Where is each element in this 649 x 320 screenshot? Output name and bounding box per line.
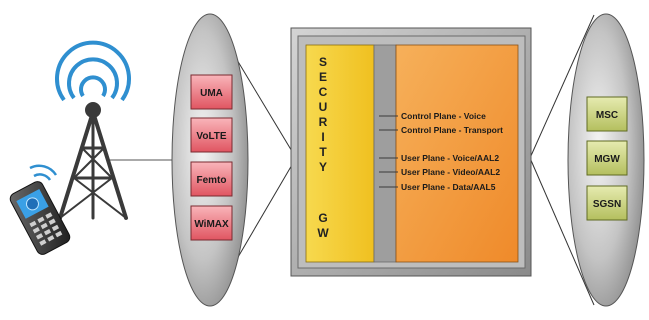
gw-letter: W <box>317 226 329 240</box>
access-item-uma: UMA <box>190 74 233 110</box>
phone-signal-icon <box>29 164 58 181</box>
gw-letter: T <box>319 145 327 159</box>
access-item-femto: Femto <box>190 161 233 197</box>
plane-item: User Plane - Video/AAL2 <box>401 167 500 177</box>
access-item-label: VoLTE <box>196 131 227 142</box>
core-item-mgw: MGW <box>586 140 628 176</box>
mobile-phone-icon <box>9 181 71 255</box>
core-item-label: MSC <box>596 110 618 121</box>
right-funnel-bottom-line <box>529 157 595 306</box>
access-network-ellipse <box>171 13 249 307</box>
security-gw-vertical-label: S E C U R I T Y G W <box>317 55 329 240</box>
cell-tower-icon <box>58 102 128 220</box>
access-item-label: UMA <box>200 88 223 99</box>
gateway-yellow-panel <box>305 44 375 263</box>
access-item-wimax: WiMAX <box>190 205 233 241</box>
plane-item: Control Plane - Transport <box>401 125 503 135</box>
gw-letter: R <box>319 115 328 129</box>
gateway-orange-panel <box>395 44 519 263</box>
access-item-label: Femto <box>197 175 227 186</box>
right-funnel-top-line <box>529 14 595 159</box>
gw-letter: S <box>319 55 327 69</box>
plane-ticks <box>379 115 398 188</box>
core-item-msc: MSC <box>586 96 628 132</box>
plane-list: Control Plane - Voice Control Plane - Tr… <box>401 111 503 192</box>
access-list: UMA VoLTE Femto WiMAX <box>190 74 233 241</box>
plane-item: User Plane - Data/AAL5 <box>401 182 496 192</box>
gw-letter: U <box>319 100 328 114</box>
core-item-sgsn: SGSN <box>586 185 628 221</box>
core-item-label: MGW <box>594 154 620 165</box>
access-item-volte: VoLTE <box>190 117 233 153</box>
gw-letter: I <box>321 130 324 144</box>
core-list: MSC MGW SGSN <box>586 96 628 221</box>
access-item-label: WiMAX <box>194 219 229 230</box>
plane-item: User Plane - Voice/AAL2 <box>401 153 499 163</box>
gw-letter: E <box>319 70 327 84</box>
security-gateway-box <box>290 27 532 277</box>
gw-letter: Y <box>319 160 327 174</box>
gw-letter: C <box>319 85 328 99</box>
plane-item: Control Plane - Voice <box>401 111 486 121</box>
signal-waves-icon <box>55 40 131 102</box>
gateway-divider-bar <box>373 44 397 263</box>
core-item-label: SGSN <box>593 199 621 210</box>
gw-letter: G <box>318 211 327 225</box>
